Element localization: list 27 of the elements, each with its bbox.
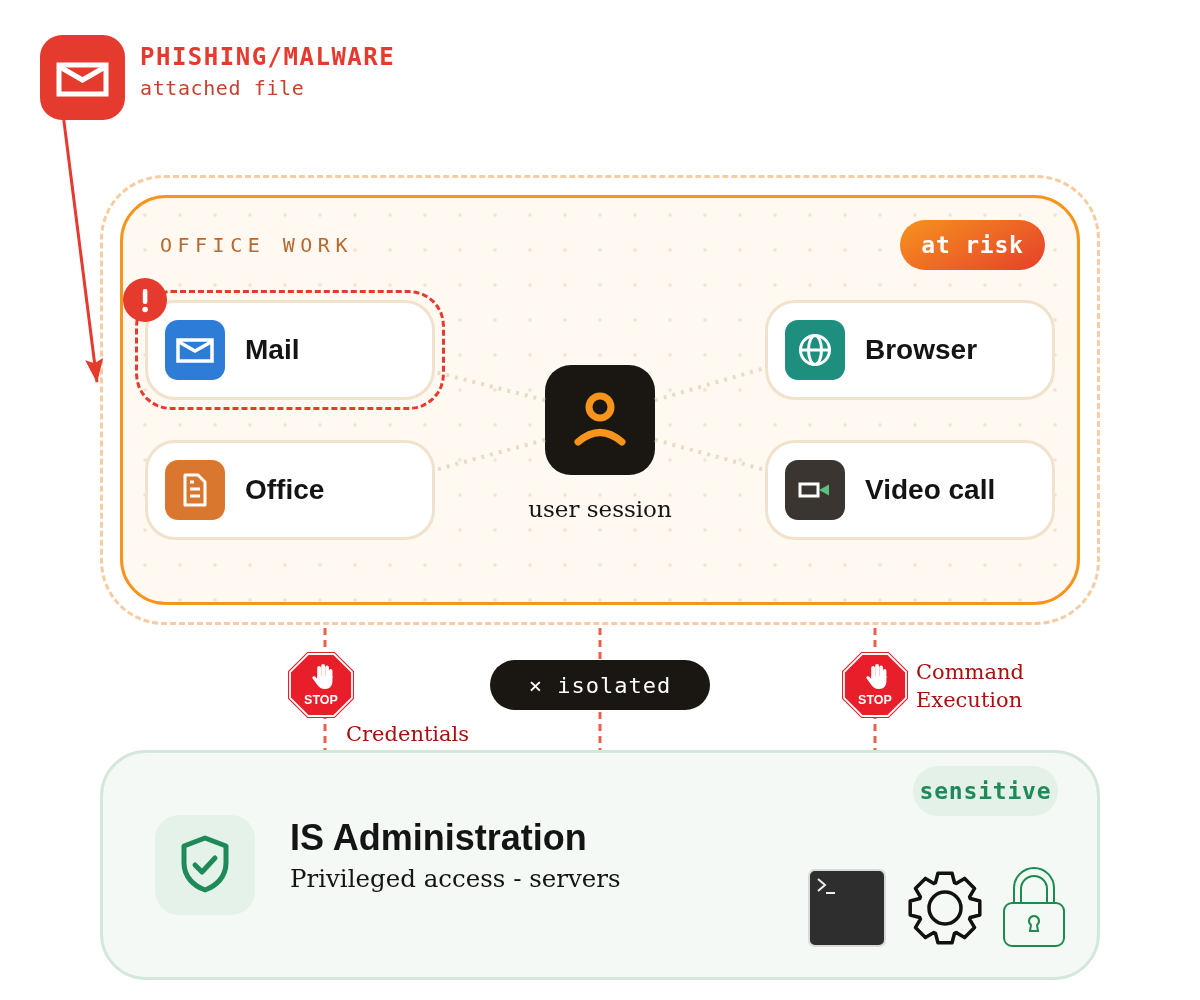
app-name: Office — [245, 473, 325, 507]
edge-label: Credentials — [346, 721, 470, 748]
edge-label: Command Execution — [916, 659, 1026, 714]
admin-panel — [100, 750, 1100, 980]
arrow — [62, 119, 104, 383]
dashed-line — [434, 437, 546, 472]
app-card — [765, 300, 1055, 400]
panel-title: IS Administration — [290, 817, 587, 859]
status-tag: sensitive — [913, 766, 1058, 816]
user-icon — [545, 365, 655, 475]
zone-title: OFFICE WORK — [160, 233, 353, 257]
envelope-icon — [40, 35, 125, 120]
sign-text: STOP — [303, 693, 339, 707]
threat-subtitle: attached file — [140, 76, 305, 100]
sign-text: STOP — [857, 693, 893, 707]
app-name: Browser — [865, 333, 978, 367]
app-name: Video call — [865, 473, 996, 507]
panel-subtitle: Privileged access - servers — [290, 864, 621, 894]
app-name: Mail — [245, 333, 300, 367]
status-tag: at risk — [900, 220, 1045, 270]
app-card — [145, 440, 435, 540]
app-card — [145, 300, 435, 400]
threat-title: PHISHING/MALWARE — [140, 42, 396, 72]
app-card — [765, 440, 1055, 540]
dashed-line — [434, 370, 546, 403]
edge-label: × isolated — [490, 660, 710, 710]
session-caption: user session — [528, 495, 672, 524]
